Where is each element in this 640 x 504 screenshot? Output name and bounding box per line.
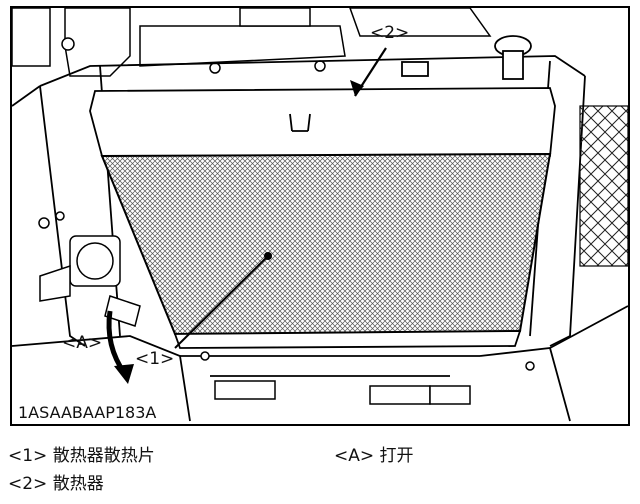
legend-item-1: <1> 散热器散热片 — [8, 444, 155, 468]
lower-brackets — [200, 351, 535, 405]
legend: <1> 散热器散热片 <A> 打开 <2> 散热器 — [8, 444, 628, 500]
legend-text: 散热器散热片 — [52, 446, 155, 466]
radiator-lower-tank — [173, 330, 522, 349]
legend-marker: <2> — [8, 474, 48, 494]
callout-1-label: <1> — [135, 349, 174, 369]
image-code: 1ASAABAAP183A — [18, 403, 156, 422]
legend-marker: <A> — [334, 446, 375, 466]
legend-text: 打开 — [379, 446, 414, 466]
legend-marker: <1> — [8, 446, 48, 466]
floor-plate — [579, 105, 629, 267]
radiator-illustration: <2> <1> <A> 1ASAABAAP183A — [10, 6, 630, 426]
callout-2: <2> — [350, 23, 409, 97]
radiator-core — [100, 152, 552, 336]
legend-text: 散热器 — [52, 474, 104, 494]
callout-1: <1> — [135, 252, 272, 369]
engine-parts — [11, 7, 492, 77]
callout-2-label: <2> — [370, 23, 409, 43]
legend-item-a: <A> 打开 — [334, 444, 414, 468]
radiator-tank — [89, 35, 556, 157]
fan-motor — [38, 211, 141, 327]
legend-item-2: <2> 散热器 — [8, 472, 104, 496]
callout-a-label: <A> — [62, 333, 102, 353]
radiator-drawing: <2> <1> <A> 1ASAABAAP183A — [10, 6, 630, 426]
callout-a: <A> — [62, 310, 134, 384]
